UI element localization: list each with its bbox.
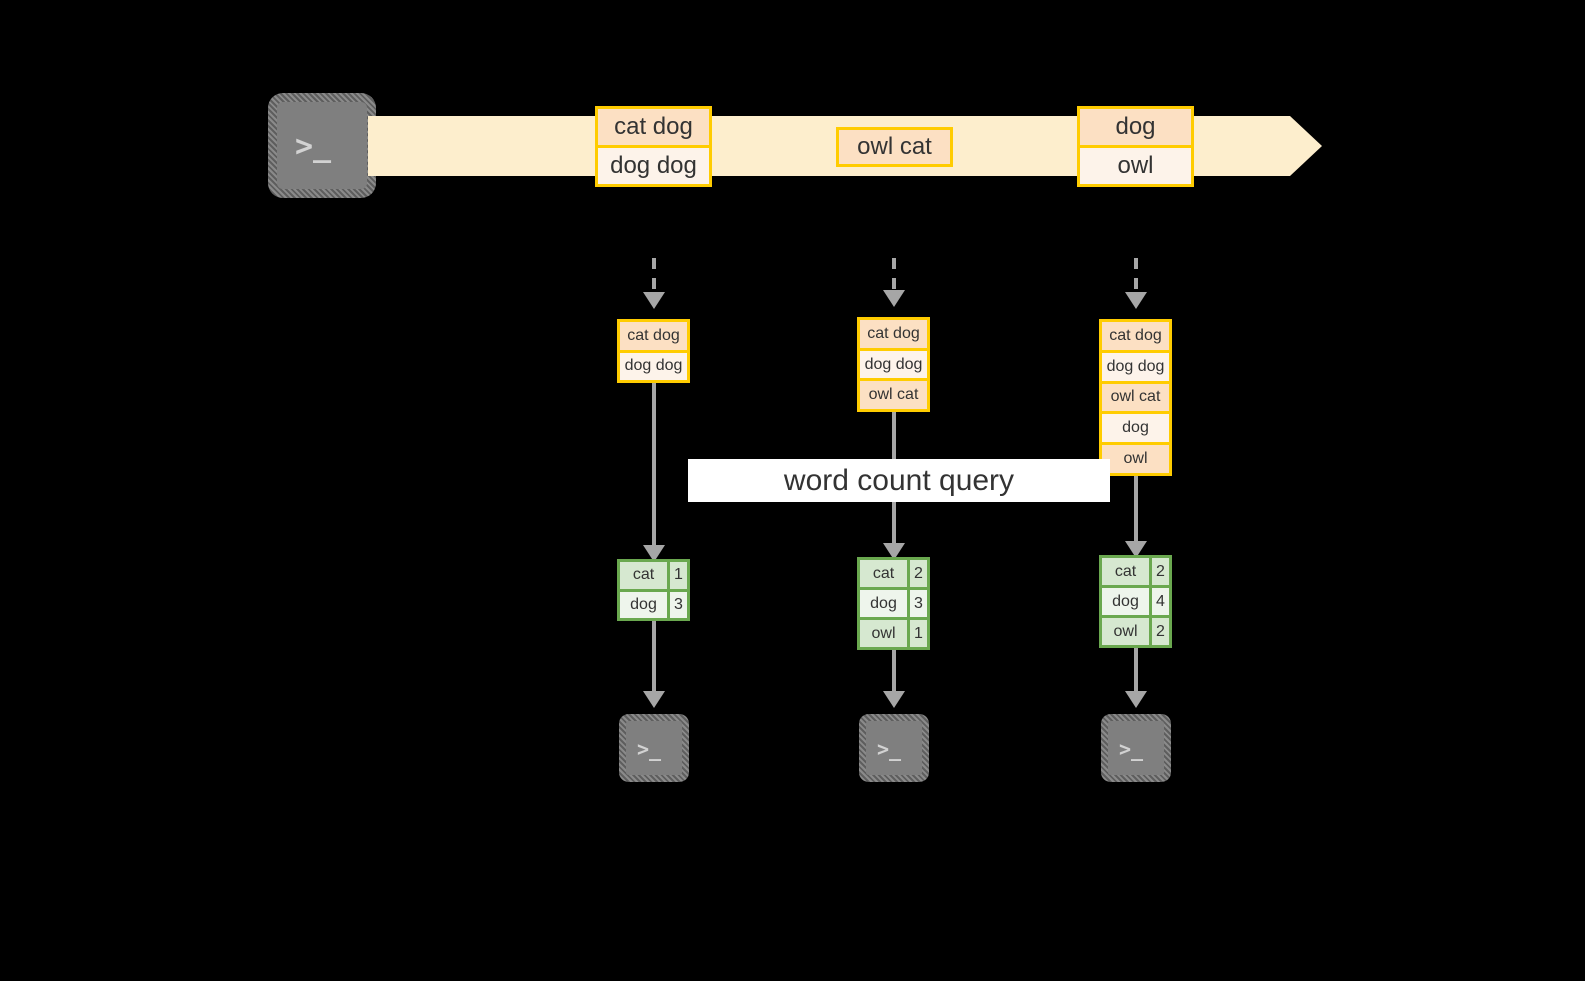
trigger-3-query-connector <box>1134 476 1138 551</box>
trigger-1-sink-connector <box>652 621 656 697</box>
terminal-prompt-glyph: >_ <box>637 737 662 761</box>
terminal-prompt-glyph: >_ <box>877 737 902 761</box>
input-row: dog dog <box>620 349 687 380</box>
result-table-1: cat 1 dog 3 <box>617 559 690 621</box>
source-terminal-icon: >_ <box>268 93 376 198</box>
table-row: cat 1 <box>620 562 687 589</box>
trigger-2-dashed-connector <box>892 258 896 292</box>
stream-line: dog dog <box>598 145 709 184</box>
table-row: cat 2 <box>860 560 927 587</box>
input-row: dog dog <box>860 347 927 379</box>
word-cell: dog <box>620 591 667 618</box>
stream-line: cat dog <box>598 109 709 145</box>
count-cell: 2 <box>907 560 927 587</box>
trigger-2-sink-arrowhead <box>883 691 905 708</box>
trigger-1-query-arrowhead <box>643 545 665 562</box>
table-row: dog 3 <box>620 588 687 618</box>
trigger-3-dashed-connector <box>1134 258 1138 294</box>
stream-line: owl cat <box>839 130 950 164</box>
count-cell: 2 <box>1149 558 1169 585</box>
result-table-3: cat 2 dog 4 owl 2 <box>1099 555 1172 648</box>
trigger-2-dashed-arrowhead <box>883 290 905 307</box>
trigger-1-dashed-connector <box>652 258 656 294</box>
word-cell: dog <box>860 590 907 617</box>
table-row: dog 4 <box>1102 585 1169 615</box>
trigger-3-sink-arrowhead <box>1125 691 1147 708</box>
input-row: owl <box>1102 442 1169 473</box>
word-cell: cat <box>1102 558 1149 585</box>
word-cell: owl <box>1102 618 1149 645</box>
input-row: cat dog <box>1102 322 1169 350</box>
count-cell: 2 <box>1149 618 1169 645</box>
stream-batch-3: dog owl <box>1077 106 1194 187</box>
word-cell: cat <box>620 562 667 589</box>
stream-batch-2: owl cat <box>836 127 953 167</box>
result-table-2: cat 2 dog 3 owl 1 <box>857 557 930 650</box>
trigger-3-sink-connector <box>1134 648 1138 697</box>
stream-line: owl <box>1080 145 1191 184</box>
trigger-2-sink-connector <box>892 650 896 697</box>
table-row: dog 3 <box>860 587 927 617</box>
input-row: owl cat <box>1102 380 1169 412</box>
count-cell: 4 <box>1149 588 1169 615</box>
trigger-1-dashed-arrowhead <box>643 292 665 309</box>
input-data-stream-arrowhead <box>1290 116 1322 176</box>
word-cell: dog <box>1102 588 1149 615</box>
word-cell: owl <box>860 620 907 647</box>
trigger-2-query-arrowhead <box>883 543 905 560</box>
trigger-3-query-arrowhead <box>1125 541 1147 558</box>
trigger-3-dashed-arrowhead <box>1125 292 1147 309</box>
trigger-1-sink-arrowhead <box>643 691 665 708</box>
terminal-prompt-glyph: >_ <box>295 129 332 164</box>
count-cell: 3 <box>667 591 687 618</box>
trigger-1-query-connector <box>652 383 656 555</box>
input-row: dog dog <box>1102 349 1169 381</box>
word-cell: cat <box>860 560 907 587</box>
query-label: word count query <box>688 459 1110 502</box>
stream-line: dog <box>1080 109 1191 145</box>
input-row: owl cat <box>860 378 927 410</box>
sink-terminal-icon-3: >_ <box>1101 714 1171 782</box>
input-row: cat dog <box>860 320 927 348</box>
stream-batch-1: cat dog dog dog <box>595 106 712 187</box>
table-row: cat 2 <box>1102 558 1169 585</box>
unbounded-input-table-1: cat dog dog dog <box>617 319 690 383</box>
sink-terminal-icon-2: >_ <box>859 714 929 782</box>
table-row: owl 1 <box>860 617 927 647</box>
unbounded-input-table-3: cat dog dog dog owl cat dog owl <box>1099 319 1172 476</box>
input-row: dog <box>1102 411 1169 443</box>
input-row: cat dog <box>620 322 687 350</box>
terminal-prompt-glyph: >_ <box>1119 737 1144 761</box>
table-row: owl 2 <box>1102 615 1169 645</box>
count-cell: 3 <box>907 590 927 617</box>
count-cell: 1 <box>667 562 687 589</box>
unbounded-input-table-2: cat dog dog dog owl cat <box>857 317 930 412</box>
sink-terminal-icon-1: >_ <box>619 714 689 782</box>
count-cell: 1 <box>907 620 927 647</box>
